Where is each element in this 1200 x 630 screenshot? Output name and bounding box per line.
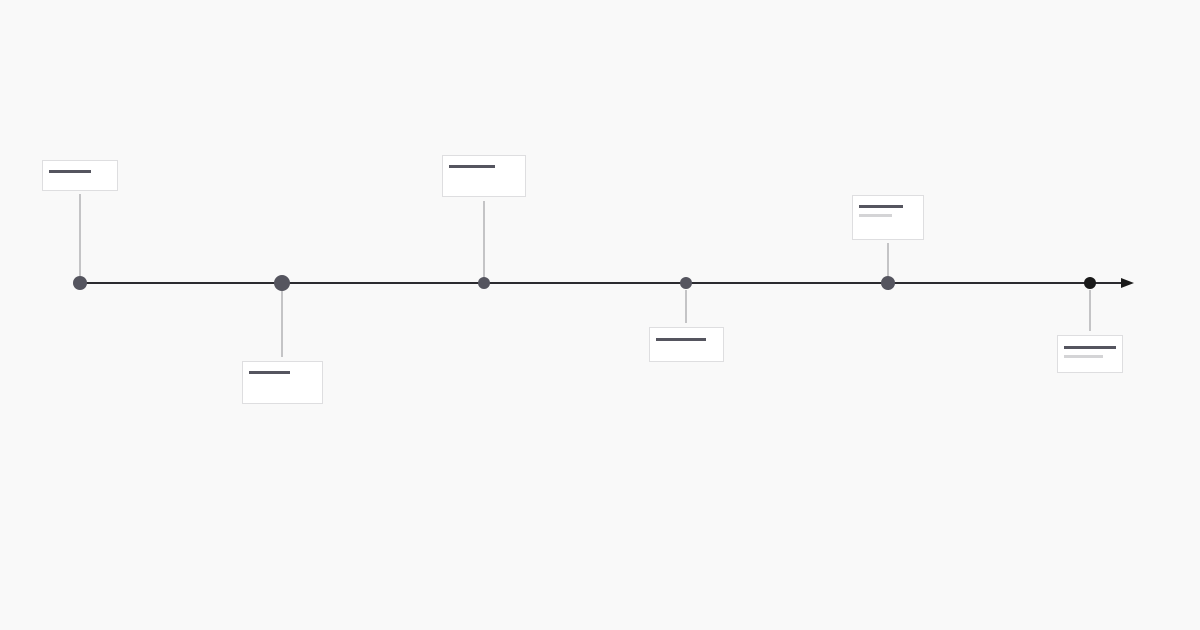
event-title-placeholder [656,338,706,341]
event-marker [680,277,692,289]
event-marker [478,277,490,289]
event-card [42,160,118,191]
event-title-placeholder [249,371,290,374]
event-connector [79,194,81,276]
event-connector [281,291,283,357]
timeline-axis [80,282,1124,284]
event-connector [483,201,485,277]
event-marker [1084,277,1096,289]
event-title-placeholder [449,165,495,168]
axis-arrow-icon [1121,278,1134,288]
event-title-placeholder [49,170,91,173]
event-subtitle-placeholder [859,214,892,217]
event-card [1057,335,1123,373]
event-connector [685,290,687,323]
event-marker [881,276,895,290]
event-card [442,155,526,197]
event-marker [274,275,290,291]
event-marker [73,276,87,290]
event-title-placeholder [859,205,903,208]
event-card [852,195,924,240]
event-connector [887,243,889,276]
event-connector [1089,290,1091,331]
event-card [649,327,724,362]
event-card [242,361,323,404]
event-subtitle-placeholder [1064,355,1103,358]
event-title-placeholder [1064,346,1116,349]
